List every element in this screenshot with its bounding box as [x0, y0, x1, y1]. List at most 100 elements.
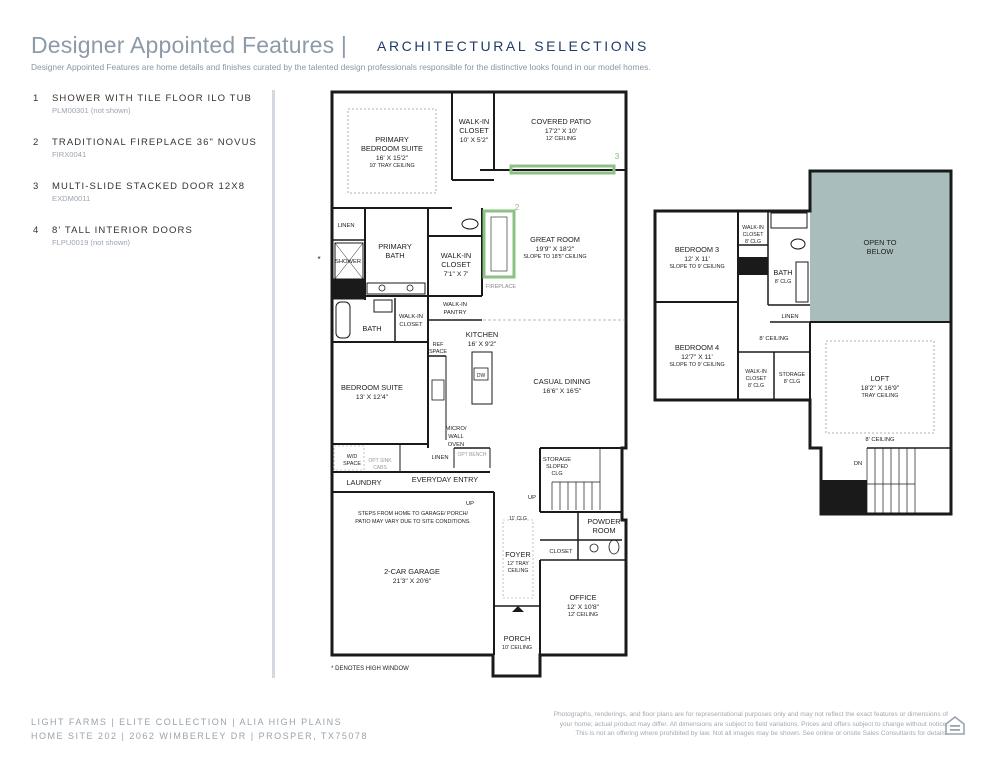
office-note: 12' CEILING [568, 612, 598, 618]
ref-space-label: REF [433, 342, 444, 348]
footer-homesite: HOME SITE 202 | 2062 WIMBERLEY DR | PROS… [31, 731, 368, 741]
opt-sink-label: OPT SINK [368, 458, 392, 464]
loft-note: TRAY CEILING [862, 393, 899, 399]
foyer-label: FOYER [505, 550, 530, 559]
feature-list: 1 SHOWER WITH TILE FLOOR ILO TUB PLM0030… [31, 93, 266, 269]
open-to-below-label: OPEN TO [864, 238, 897, 247]
feature-item-4: 4 8' TALL INTERIOR DOORS FLPU0019 (not s… [31, 225, 266, 269]
office-dims: 12' X 10'8" [567, 604, 600, 611]
b3-closet-label-2: CLOSET [743, 232, 765, 238]
equal-housing-logo-icon [945, 715, 965, 735]
opt-sink-label-2: CABS [373, 465, 387, 471]
feature-code: FLPU0019 (not shown) [52, 238, 131, 247]
feature-name: TRADITIONAL FIREPLACE 36" NOVUS [52, 137, 257, 148]
bedroom4-label: BEDROOM 4 [675, 343, 719, 352]
footer-community: LIGHT FARMS | ELITE COLLECTION | ALIA HI… [31, 717, 343, 727]
bedroom-suite-dims: 13' X 12'4" [356, 394, 389, 401]
bedroom3-dims: 12' X 11' [684, 256, 710, 263]
walkin-closet-small-label-2: CLOSET [399, 322, 423, 328]
b4-closet-label-3: 8' CLG [748, 383, 764, 389]
primary-suite-label: PRIMARY [375, 135, 409, 144]
walkin-closet-top-label-2: CLOSET [459, 126, 489, 135]
fireplace-label: FIREPLACE [486, 284, 516, 290]
micro-wall-oven-label: MICRO/ [446, 426, 467, 432]
shower-label: SHOWER [335, 259, 361, 265]
feature-name: SHOWER WITH TILE FLOOR ILO TUB [52, 93, 252, 104]
b4-closet-label: WALK-IN [745, 369, 767, 375]
storage-label-3: CLG [551, 471, 562, 477]
feature-code: EXDM0011 [52, 194, 91, 203]
powder-room-label: POWDER [587, 517, 620, 526]
clg-note: 11' CLG [509, 516, 527, 522]
garage-label: 2-CAR GARAGE [384, 567, 440, 576]
powder-room-label-2: ROOM [593, 526, 616, 535]
asterisk-marker: * [317, 255, 320, 264]
great-room-label: GREAT ROOM [530, 235, 580, 244]
section-title: ARCHITECTURAL SELECTIONS [377, 38, 649, 54]
walkin-pantry-label: WALK-IN [443, 302, 467, 308]
b3-closet-label-3: 8' CLG [745, 239, 761, 245]
walkin-closet-mid-label-2: CLOSET [441, 260, 471, 269]
laundry-label: LAUNDRY [346, 478, 381, 487]
feature-number: 1 [33, 93, 39, 104]
linen-2-label: LINEN [431, 455, 448, 461]
walkin-closet-small-label: WALK-IN [399, 314, 423, 320]
garage-dims: 21'3" X 20'6" [393, 578, 432, 585]
storage-2-note: 8' CLG [784, 379, 801, 385]
bath-label: BATH [362, 324, 381, 333]
wd-space-label: W/D [347, 454, 358, 460]
primary-suite-note: 10' TRAY CEILING [369, 163, 414, 169]
open-to-below-area [810, 171, 951, 322]
wd-space-label-2: SPACE [343, 461, 361, 467]
office-label: OFFICE [569, 593, 596, 602]
primary-bath-label: PRIMARY [378, 242, 412, 251]
ceiling-8-label: 8' CEILING [759, 336, 789, 342]
ceiling-8b-label: 8' CEILING [865, 437, 895, 443]
walkin-closet-top-label: WALK-IN [459, 117, 490, 126]
primary-bath-label-2: BATH [385, 251, 404, 260]
high-window-note: * DENOTES HIGH WINDOW [331, 666, 409, 672]
casual-dining-dims: 16'6" X 16'5" [543, 388, 582, 395]
storage-label: STORAGE [543, 457, 571, 463]
feature-item-2: 2 TRADITIONAL FIREPLACE 36" NOVUS FIRX00… [31, 137, 266, 181]
covered-patio-dims: 17'2" X 10' [545, 128, 577, 135]
feature-number: 4 [33, 225, 39, 236]
page-description: Designer Appointed Features are home det… [31, 62, 651, 72]
bath-2-label: BATH [773, 268, 792, 277]
primary-suite-dims: 16' X 15'2" [376, 155, 409, 162]
feature-name: 8' TALL INTERIOR DOORS [52, 225, 193, 236]
first-floor-labels: PRIMARY BEDROOM SUITE 16' X 15'2" 10' TR… [317, 117, 620, 672]
feature-number: 2 [33, 137, 39, 148]
linen-3-label: LINEN [781, 314, 798, 320]
ref-space-label-2: SPACE [429, 349, 447, 355]
disclaimer-line-1: Photographs, renderings, and floor plans… [553, 711, 948, 718]
casual-dining-label: CASUAL DINING [533, 377, 590, 386]
second-floor-labels: BEDROOM 3 12' X 11' SLOPE TO 9' CEILING … [669, 225, 899, 467]
linen-label: LINEN [337, 223, 354, 229]
up-label-2: UP [466, 501, 474, 507]
opt-bench-label: OPT BENCH [457, 452, 486, 458]
micro-wall-oven-label-3: OVEN [448, 442, 464, 448]
porch-label: PORCH [504, 634, 531, 643]
walkin-pantry-label-2: PANTRY [444, 310, 467, 316]
feature-number: 3 [33, 181, 39, 192]
storage-2-label: STORAGE [779, 372, 806, 378]
bedroom3-note: SLOPE TO 9' CEILING [669, 264, 724, 270]
bedroom3-label: BEDROOM 3 [675, 245, 719, 254]
closet-label: CLOSET [549, 549, 573, 555]
second-floor-plan [653, 169, 953, 516]
foyer-note-1: 12' TRAY [507, 561, 529, 567]
feature-marker-3: 3 [615, 151, 620, 161]
footer-address: LIGHT FARMS | ELITE COLLECTION | ALIA HI… [31, 715, 368, 743]
feature-marker-2: 2 [515, 202, 520, 212]
porch-note: 10' CEILING [502, 645, 532, 651]
feature-code: FIRX0041 [52, 150, 87, 159]
great-room-note: SLOPE TO 18'5" CEILING [523, 254, 586, 260]
bedroom4-dims: 12'7" X 11' [681, 354, 713, 361]
bedroom-suite-label: BEDROOM SUITE [341, 383, 403, 392]
dw-label: DW [477, 373, 486, 379]
vertical-divider [272, 90, 275, 678]
walkin-closet-mid-label: WALK-IN [441, 251, 472, 260]
micro-wall-oven-label-2: WALL [448, 434, 464, 440]
bedroom4-note: SLOPE TO 9' CEILING [669, 362, 724, 368]
